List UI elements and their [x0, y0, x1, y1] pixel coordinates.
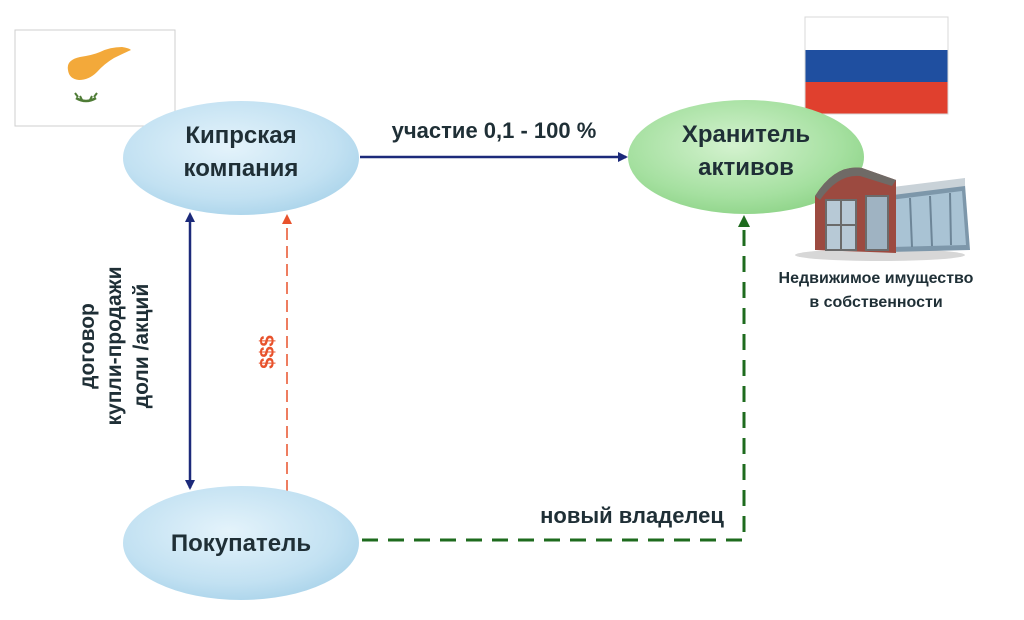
- property-caption-line2: в собственности: [809, 294, 942, 311]
- buyer-node: Покупатель: [123, 486, 359, 600]
- asset-holder-label-line2: активов: [698, 154, 794, 181]
- contract-label-line1: договор: [76, 303, 99, 389]
- contract-label-line2: купли-продажи: [103, 267, 126, 426]
- cyprus-flag-icon: [14, 29, 176, 127]
- asset-holder-label-line1: Хранитель: [682, 121, 810, 148]
- payment-label: $$$: [257, 335, 279, 368]
- cyprus-company-label-line1: Кипрская: [185, 122, 296, 149]
- contract-label: договор купли-продажи доли /акций: [76, 267, 153, 426]
- russia-flag-icon: [804, 16, 949, 115]
- building-icon: [795, 167, 970, 261]
- property-caption-line1: Недвижимое имущество: [779, 270, 974, 287]
- contract-label-line3: доли /акций: [130, 284, 153, 408]
- buyer-label: Покупатель: [171, 530, 311, 557]
- asset-holder-node: Хранитель активов: [628, 100, 864, 214]
- new-owner-label: новый владелец: [540, 503, 724, 528]
- cyprus-company-node: Кипрская компания: [123, 101, 359, 215]
- new-owner-arrow: [362, 215, 750, 542]
- cyprus-company-label-line2: компания: [184, 155, 299, 182]
- participation-label: участие 0,1 - 100 %: [392, 118, 597, 143]
